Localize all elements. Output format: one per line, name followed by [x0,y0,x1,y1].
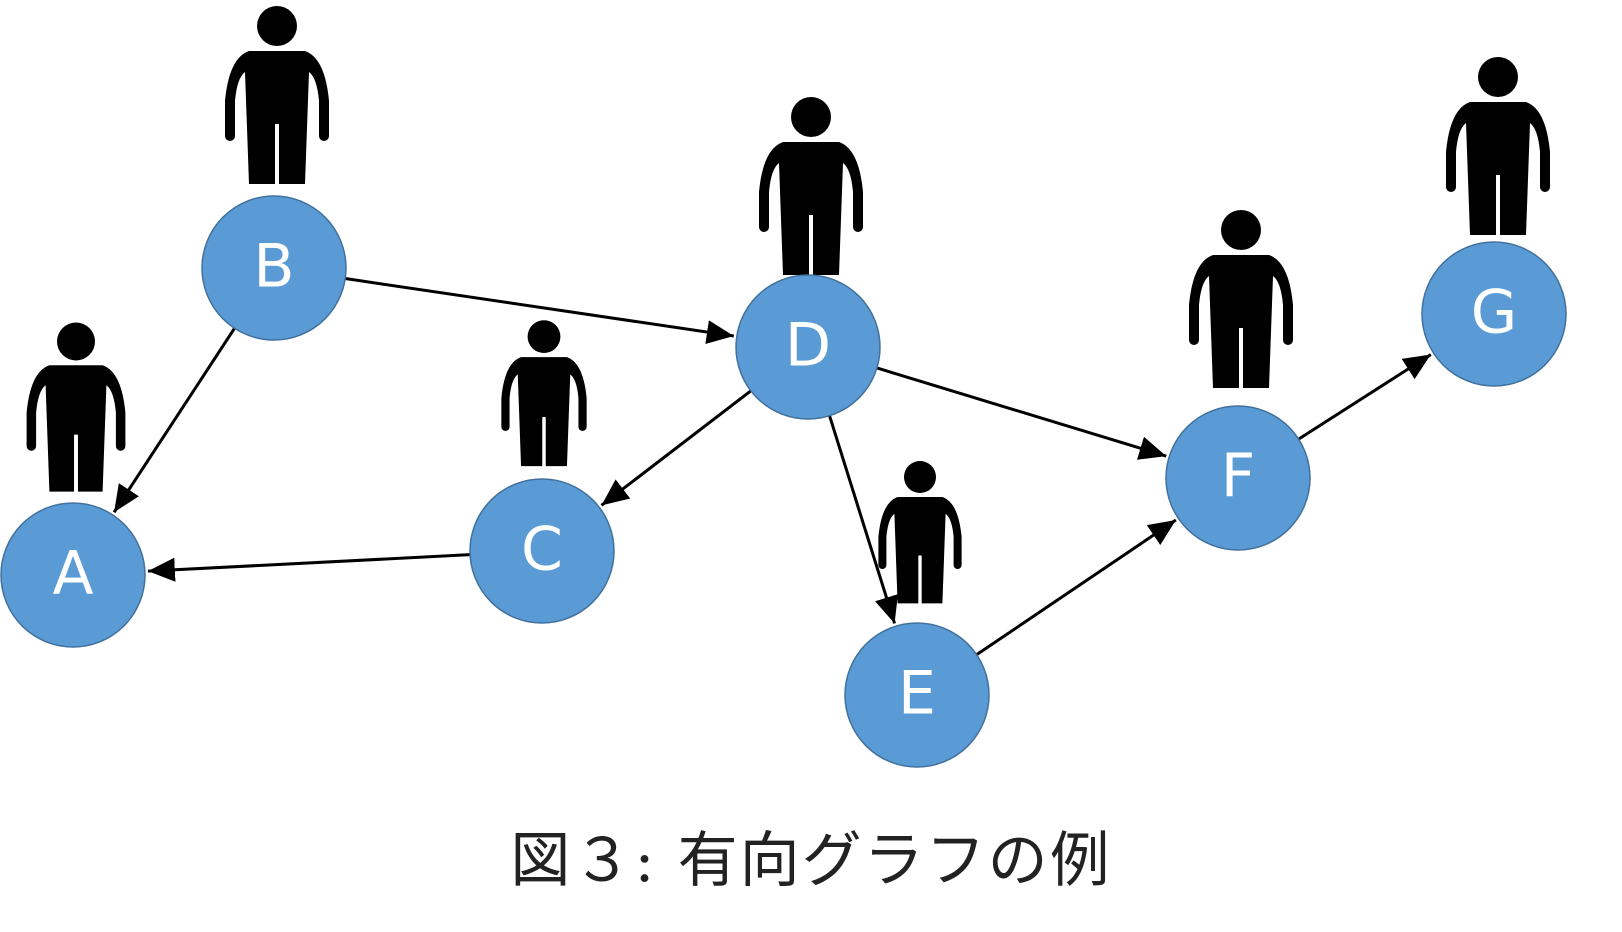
node-c: C [469,478,615,624]
node-b: B [201,195,347,341]
node-label: F [1221,442,1256,512]
node-label: C [521,515,563,585]
person-icon [1446,57,1550,237]
node-circle [1421,241,1567,387]
edges-layer [112,277,1432,656]
nodes-layer: A B C D E F G [0,195,1567,768]
edge-d-to-c [600,389,752,507]
node-d: D [735,274,881,420]
person-icon [878,461,962,605]
edge-d-to-e [828,415,898,624]
node-circle [735,274,881,420]
node-circle [0,502,146,648]
node-label: B [253,232,294,302]
node-label: G [1471,278,1518,348]
node-circle [844,622,990,768]
edge-e-to-f [975,518,1177,656]
node-label: A [52,539,93,609]
person-icon [759,97,863,277]
node-circle [201,195,347,341]
edge-b-to-a [112,327,236,514]
person-icon [501,320,587,468]
node-circle [1165,405,1311,551]
node-circle [469,478,615,624]
person-icon [225,6,329,186]
node-a: A [0,502,146,648]
edge-b-to-d [345,277,735,344]
edge-c-to-a [147,553,471,582]
node-f: F [1165,405,1311,551]
edge-f-to-g [1297,353,1432,441]
person-icon [1189,210,1293,390]
node-e: E [844,622,990,768]
edge-d-to-f [876,366,1167,460]
node-g: G [1421,241,1567,387]
node-label: E [898,659,936,729]
figure-caption: 図３: 有向グラフの例 [510,826,1112,896]
person-icon [26,322,126,494]
node-label: D [785,311,831,381]
